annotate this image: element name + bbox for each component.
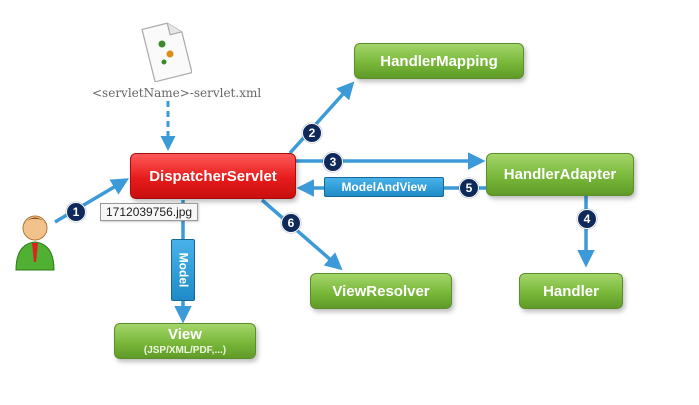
step-badge-1: 1 [66,202,86,222]
model-and-view-label: ModelAndView [324,177,444,197]
view-resolver-label: ViewResolver [332,282,430,300]
handler-mapping-label: HandlerMapping [380,52,498,70]
view-label: View [168,326,202,343]
image-filename-tooltip: 1712039756.jpg [100,203,199,221]
step-badge-2: 2 [302,123,322,143]
view-subtitle: (JSP/XML/PDF,...) [143,345,227,356]
config-file-caption: <servletName>-servlet.xml [92,86,262,100]
handler-adapter-label: HandlerAdapter [503,166,617,183]
view-node: View (JSP/XML/PDF,...) [114,323,256,359]
arrow-step-6 [260,198,343,271]
step-badge-6: 6 [281,213,301,233]
handler-adapter-node: HandlerAdapter [486,153,634,196]
model-label: Model [171,239,195,301]
xml-file-icon [140,20,193,87]
handler-label: Handler [543,282,599,300]
step-badge-3: 3 [323,152,343,172]
user-icon [12,212,58,277]
handler-mapping-node: HandlerMapping [354,43,524,79]
step-badge-5: 5 [459,178,479,198]
view-resolver-node: ViewResolver [310,273,452,309]
handler-node: Handler [519,273,623,309]
arrow-step-2 [288,81,355,155]
dispatcher-servlet-node: DispatcherServlet [130,153,296,199]
dispatcher-servlet-label: DispatcherServlet [149,167,277,185]
step-badge-4: 4 [577,209,597,229]
